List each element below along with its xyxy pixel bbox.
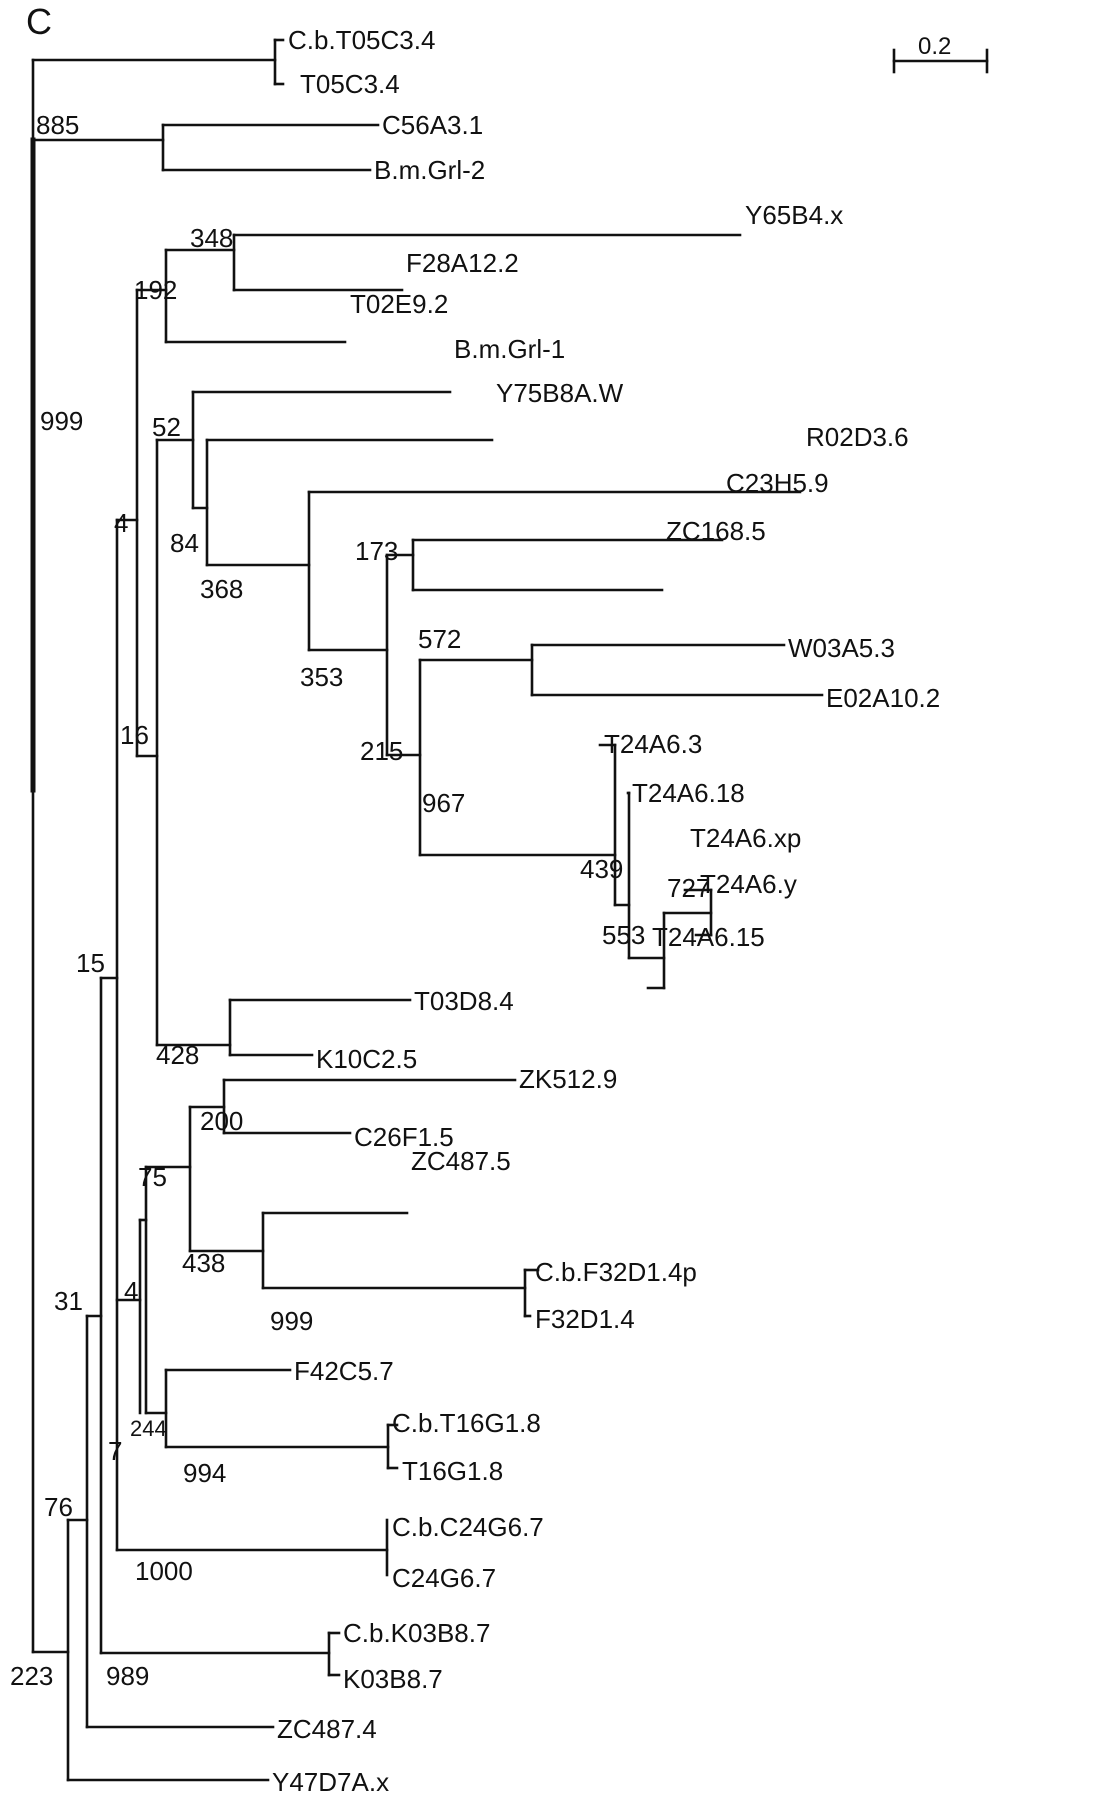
bootstrap-value: 885	[36, 110, 79, 140]
leaf-label: ZK512.9	[519, 1064, 617, 1094]
bootstrap-value: 1000	[135, 1556, 193, 1586]
bootstrap-value: 989	[106, 1661, 149, 1691]
leaf-label: T24A6.18	[632, 778, 745, 808]
bootstrap-value: 173	[355, 536, 398, 566]
leaf-label: T05C3.4	[300, 69, 400, 99]
leaf-label: C56A3.1	[382, 110, 483, 140]
leaf-label: T03D8.4	[414, 986, 514, 1016]
bootstrap-value: 553	[602, 920, 645, 950]
leaf-label: T02E9.2	[350, 289, 448, 319]
bootstrap-value: 244	[130, 1416, 167, 1441]
scale-bar-label: 0.2	[918, 33, 951, 60]
leaf-label: ZC168.5	[666, 516, 766, 546]
leaf-label: Y47D7A.x	[272, 1767, 389, 1797]
leaf-label: ZC487.4	[277, 1714, 377, 1744]
leaf-label: W03A5.3	[788, 633, 895, 663]
leaf-label: T24A6.xp	[690, 823, 801, 853]
leaf-label: F42C5.7	[294, 1356, 394, 1386]
leaf-label: C26F1.5	[354, 1122, 454, 1152]
leaf-label: T24A6.3	[604, 729, 702, 759]
leaf-label: B.m.Grl-1	[454, 334, 565, 364]
bootstrap-value: 52	[152, 412, 181, 442]
leaf-label: C24G6.7	[392, 1563, 496, 1593]
bootstrap-value: 999	[270, 1306, 313, 1336]
leaf-label: ZC487.5	[411, 1146, 511, 1176]
leaf-label: C.b.F32D1.4p	[535, 1257, 697, 1287]
panel-label: C	[26, 1, 52, 42]
leaf-label: Y75B8A.W	[496, 378, 624, 408]
leaf-label: F32D1.4	[535, 1304, 635, 1334]
leaf-label: C.b.K03B8.7	[343, 1618, 490, 1648]
bootstrap-value: 75	[138, 1162, 167, 1192]
scale-bar: 0.2	[892, 33, 989, 74]
leaf-label: Y65B4.x	[745, 200, 843, 230]
bootstrap-value: 999	[40, 406, 83, 436]
leaf-label: F28A12.2	[406, 248, 519, 278]
leaf-label: C23H5.9	[726, 468, 829, 498]
bootstrap-value: 4	[114, 508, 128, 538]
bootstrap-value: 428	[156, 1040, 199, 1070]
bootstrap-value: 200	[200, 1106, 243, 1136]
bootstrap-value: 31	[54, 1286, 83, 1316]
bootstrap-value: 4	[124, 1276, 138, 1306]
bootstrap-value: 439	[580, 854, 623, 884]
bootstrap-value: 16	[120, 720, 149, 750]
leaf-label: T24A6.15	[652, 922, 765, 952]
bootstrap-value: 727	[667, 873, 710, 903]
bootstrap-value: 438	[182, 1248, 225, 1278]
leaf-label: T16G1.8	[402, 1456, 503, 1486]
bootstrap-value: 76	[44, 1492, 73, 1522]
bootstrap-value: 215	[360, 736, 403, 766]
bootstrap-value: 967	[422, 788, 465, 818]
tree-branches	[30, 38, 824, 1782]
bootstrap-value: 994	[183, 1458, 226, 1488]
bootstrap-value: 572	[418, 624, 461, 654]
bootstrap-value: 15	[76, 948, 105, 978]
bootstrap-value: 348	[190, 223, 233, 253]
leaf-label: C.b.T05C3.4	[288, 25, 435, 55]
bootstrap-value: 353	[300, 662, 343, 692]
leaf-label: R02D3.6	[806, 422, 909, 452]
bootstrap-value: 223	[10, 1661, 53, 1691]
bootstrap-value: 368	[200, 574, 243, 604]
bootstrap-value: 84	[170, 528, 199, 558]
leaf-label: T24A6.y	[700, 869, 797, 899]
leaf-label: E02A10.2	[826, 683, 940, 713]
leaf-label: K10C2.5	[316, 1044, 417, 1074]
bootstrap-value: 7	[108, 1436, 122, 1466]
leaf-label: C.b.C24G6.7	[392, 1512, 544, 1542]
leaf-label: C.b.T16G1.8	[392, 1408, 541, 1438]
leaf-label: B.m.Grl-2	[374, 155, 485, 185]
leaf-labels: C.b.T05C3.4T05C3.4C56A3.1B.m.Grl-2Y65B4.…	[272, 25, 940, 1797]
leaf-label: K03B8.7	[343, 1664, 443, 1694]
bootstrap-value: 192	[134, 275, 177, 305]
